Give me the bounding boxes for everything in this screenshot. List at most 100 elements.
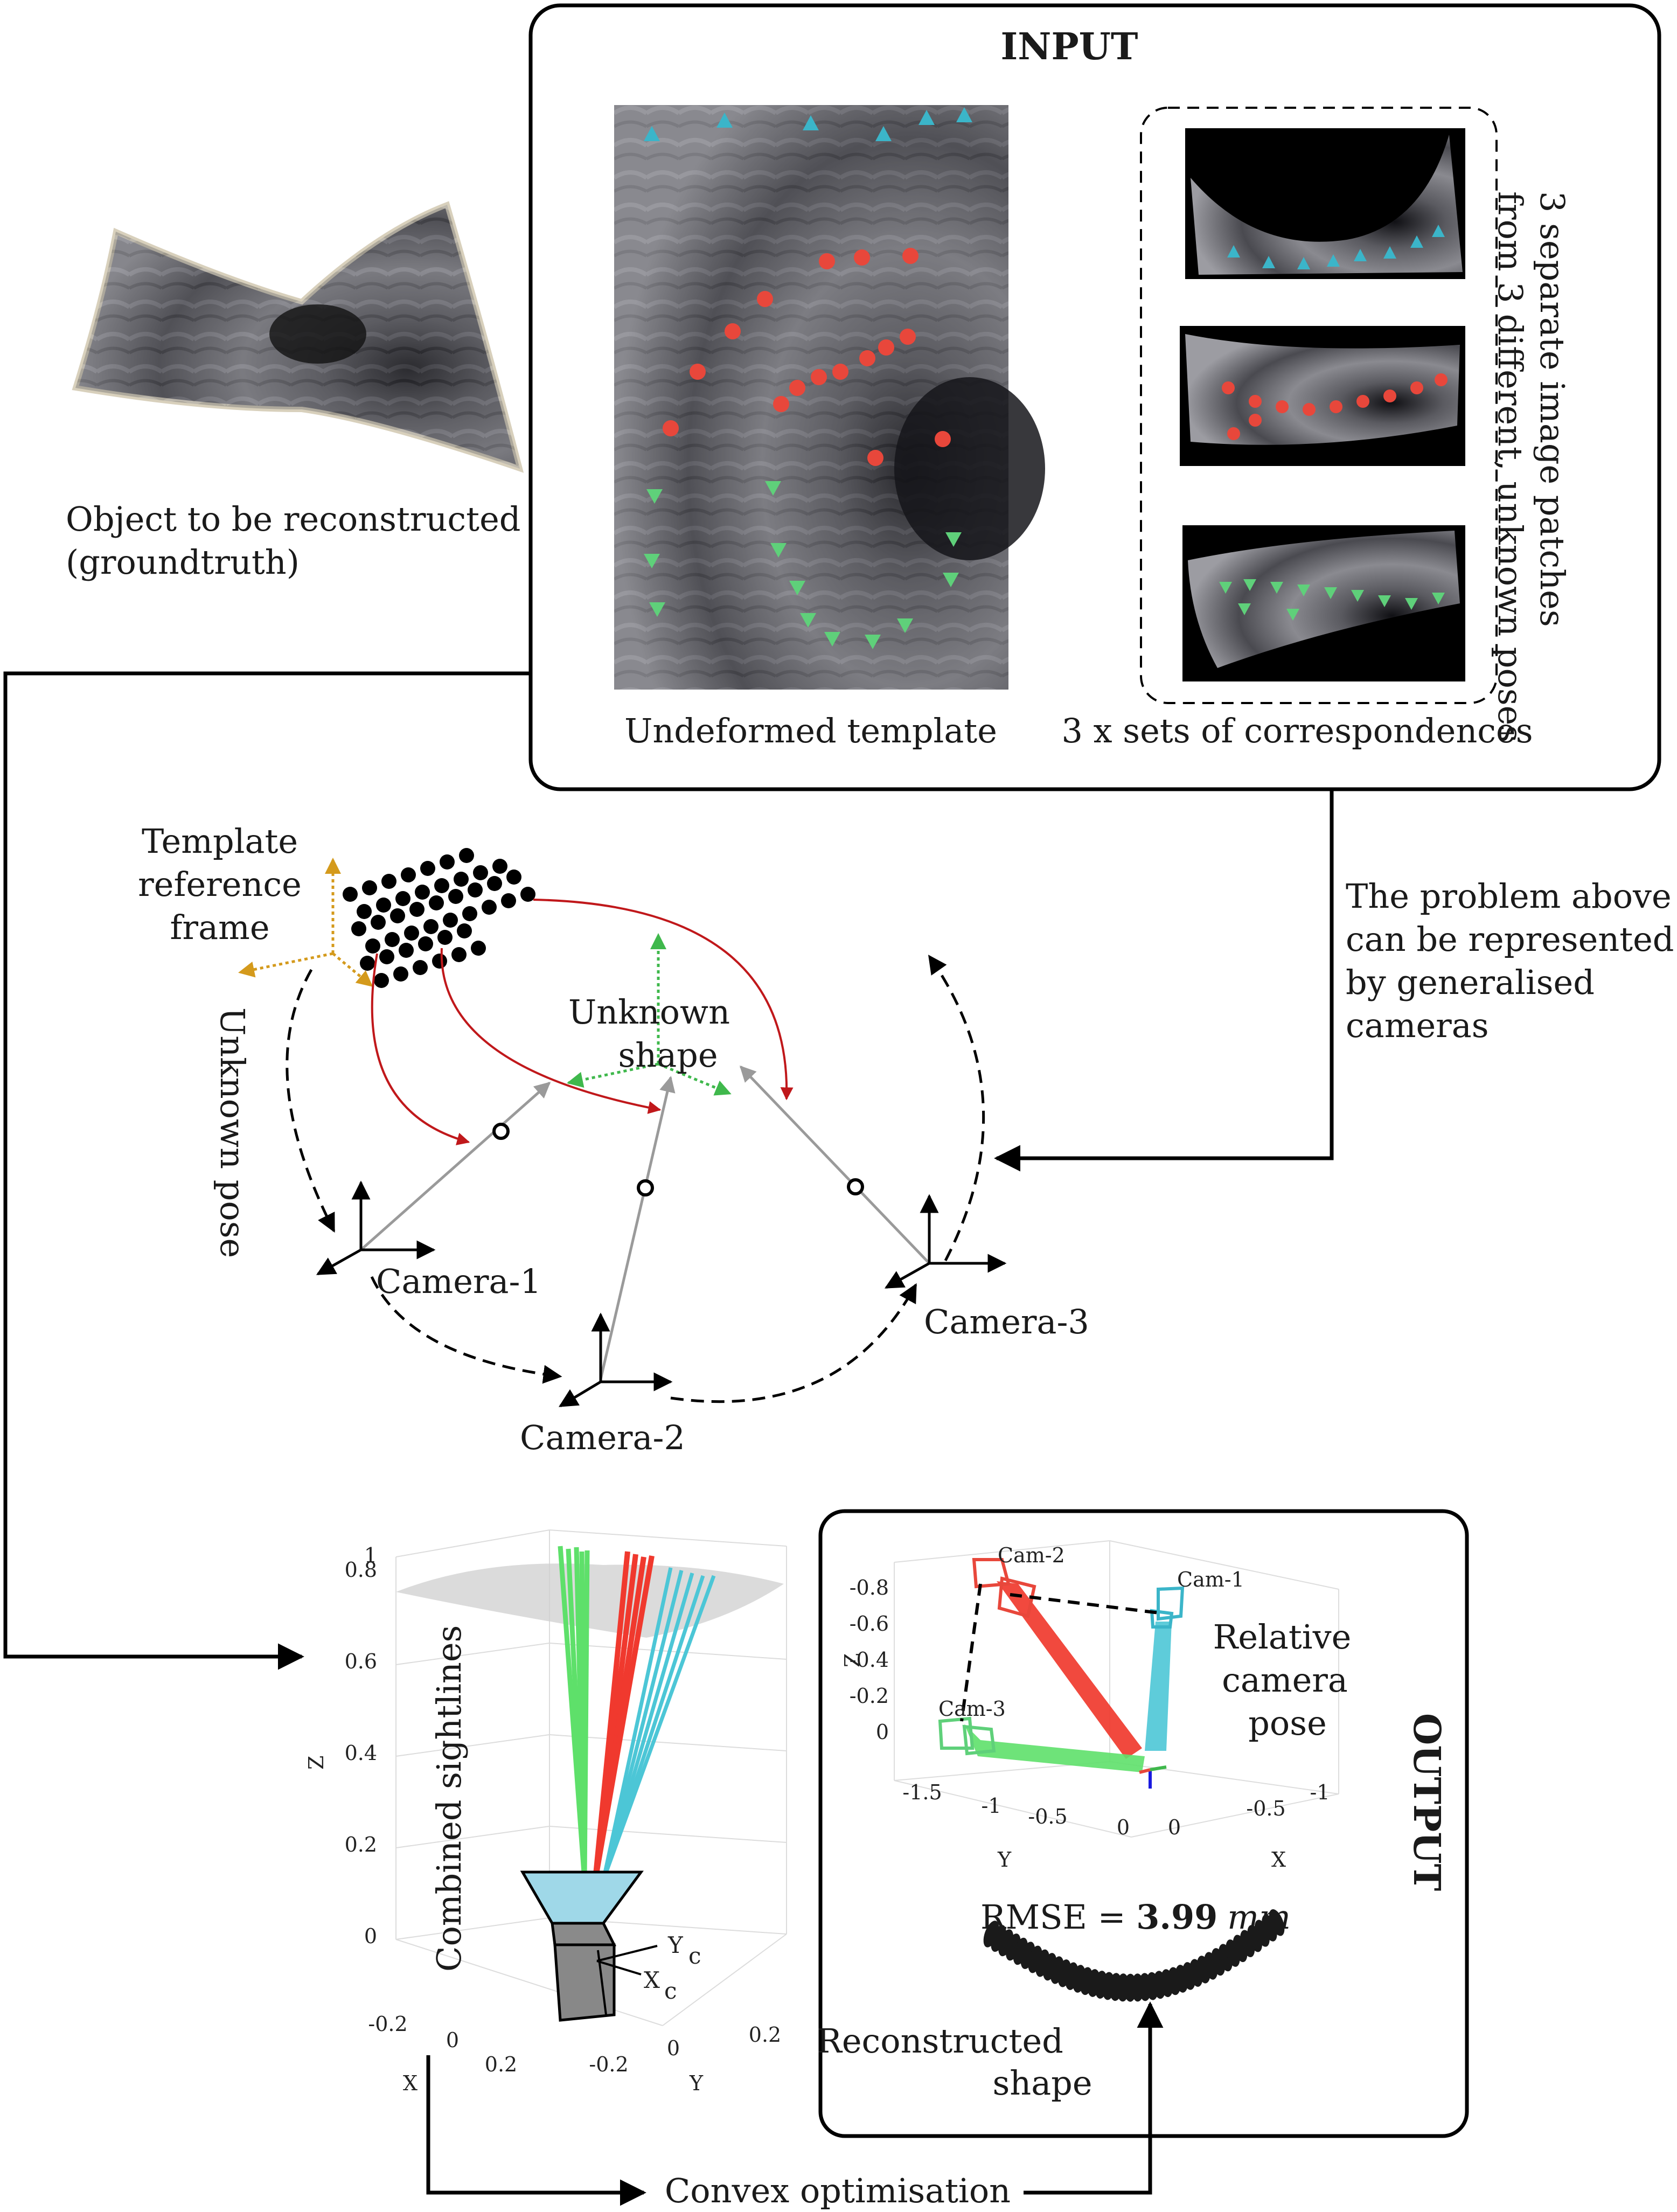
patch-green-marker — [1270, 582, 1283, 594]
template-point — [420, 861, 435, 876]
pose-y-tick: -1 — [981, 1794, 1001, 1818]
relative-pose-label-3: pose — [1248, 1703, 1327, 1743]
input-title: INPUT — [1001, 25, 1138, 68]
red-marker — [663, 420, 679, 436]
cam-3-label: Cam-3 — [938, 1697, 1006, 1721]
patch-green-marker — [1405, 598, 1418, 610]
sightlines-to-convex-arrow — [426, 2055, 646, 2206]
cyan-marker — [875, 126, 892, 141]
pose-z-tick: 0 — [876, 1720, 889, 1744]
red-marker — [773, 396, 789, 412]
cyan-sightline — [601, 1575, 716, 1881]
problem-note-line-4: cameras — [1346, 1006, 1489, 1045]
template-point — [482, 900, 497, 915]
correspondence-curves — [371, 899, 794, 1145]
sightlines-z-ticks: 00.20.40.60.81 — [345, 1543, 377, 1948]
template-point — [443, 913, 458, 928]
green-marker — [897, 618, 913, 633]
green-marker — [789, 581, 805, 595]
template-point — [423, 919, 439, 934]
patch-green-marker — [1238, 603, 1251, 615]
template-point — [362, 880, 377, 895]
patch-cyan-marker — [1432, 225, 1445, 237]
groundtruth-object — [72, 201, 524, 473]
undeformed-template-image — [614, 105, 1045, 690]
sightlines-x-label: X — [403, 2071, 417, 2095]
pose-x-tick: -0.5 — [1246, 1797, 1285, 1820]
patch-red-marker — [1227, 427, 1240, 440]
pose-z-tick: -0.8 — [850, 1576, 889, 1599]
sightlines-x-tick: 0.2 — [485, 2053, 517, 2076]
template-point — [492, 859, 507, 874]
sightlines-x-tick: -0.2 — [368, 2012, 407, 2036]
red-marker — [935, 431, 951, 447]
template-caption: Undeformed template — [624, 711, 997, 750]
patch-cyan-marker — [1327, 254, 1340, 267]
template-point — [399, 943, 414, 958]
template-point — [393, 966, 408, 982]
red-marker — [789, 380, 805, 396]
sightlines-z-tick: 0 — [364, 1924, 377, 1948]
reconstructed-shape — [983, 1909, 1285, 2002]
red-marker — [854, 249, 870, 266]
template-point — [415, 885, 430, 900]
template-point — [385, 932, 400, 947]
red-marker — [832, 364, 848, 380]
problem-note-line-1: The problem above — [1346, 877, 1672, 916]
cyan-marker — [918, 110, 935, 125]
template-point — [429, 895, 444, 910]
green-marker — [865, 635, 881, 649]
template-point — [374, 973, 389, 988]
template-point — [413, 960, 428, 975]
reconstructed-point-column — [1269, 1909, 1285, 1936]
template-point — [365, 938, 380, 954]
pose-y-tick: 0 — [1117, 1815, 1130, 1839]
pose-z-tick: -0.4 — [850, 1648, 889, 1672]
object-caption-line-1: Object to be reconstructed — [66, 499, 520, 539]
patch-cyan-marker — [1262, 256, 1275, 268]
template-point — [343, 887, 358, 902]
red-sightline — [593, 1555, 655, 1881]
camera-1-frame — [316, 1180, 436, 1276]
relative-pose-label-1: Relative — [1213, 1617, 1352, 1657]
relative-pose-links — [960, 1583, 1164, 1722]
template-frame-label-1: Template — [142, 822, 298, 861]
unknown-shape-label-2: shape — [618, 1035, 718, 1075]
camera-sightlines — [360, 1065, 930, 1380]
red-marker — [878, 339, 894, 356]
combined-sightline-rays — [558, 1546, 716, 1881]
template-correspondence-markers — [644, 107, 972, 649]
sightlines-plot: Y c X c 00.20.40.60.81 Z -0.200.2 -0.200… — [304, 1529, 787, 2095]
template-point — [462, 906, 477, 921]
sightlines-z-tick: 0.4 — [345, 1741, 377, 1765]
patch-green-marker — [1351, 590, 1364, 602]
sightlines-y-ticks: -0.200.2 — [589, 2023, 781, 2076]
cam-3-ray-bundle — [964, 1724, 1145, 1772]
cyan-marker — [803, 115, 819, 130]
cam-2-ray-bundle — [997, 1581, 1142, 1759]
input-side-text: 3 separate image patches from 3 differen… — [1491, 191, 1572, 742]
red-marker — [900, 329, 916, 345]
template-point — [418, 936, 433, 951]
cam-1-label: Cam-1 — [1177, 1568, 1244, 1591]
template-point — [451, 947, 467, 962]
red-marker — [867, 450, 883, 466]
cyan-marker — [644, 126, 660, 141]
image-patch-1 — [1185, 128, 1465, 279]
patch-red-marker — [1383, 389, 1396, 402]
image-patch-3 — [1182, 525, 1465, 681]
cyan-marker — [956, 107, 972, 122]
template-point — [351, 921, 366, 936]
cam-2-glyph — [972, 1558, 1036, 1618]
template-frame-label-3: frame — [170, 908, 269, 947]
template-point — [360, 956, 375, 971]
object-caption-line-2: (groundtruth) — [66, 542, 300, 582]
patch-red-marker — [1435, 373, 1448, 386]
patch-green-marker — [1286, 609, 1299, 621]
camera-2-label: Camera-2 — [520, 1418, 685, 1457]
template-point — [459, 848, 474, 863]
green-marker — [770, 543, 787, 558]
template-point — [401, 867, 416, 882]
correspondence-sets-box — [1140, 107, 1498, 704]
green-marker — [765, 481, 781, 496]
